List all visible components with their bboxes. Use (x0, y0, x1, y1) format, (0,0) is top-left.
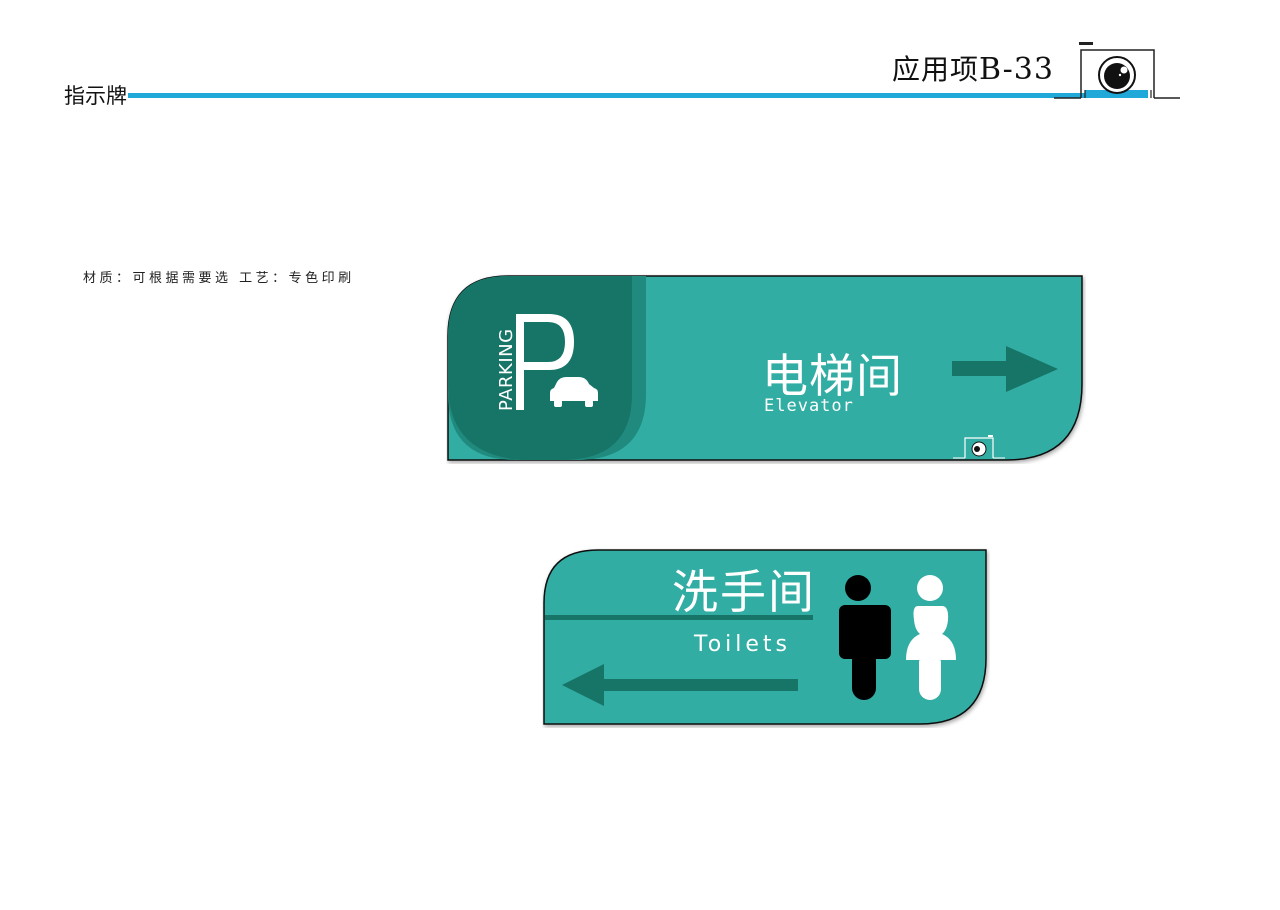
elevator-title-cn: 电梯间 (762, 349, 903, 403)
toilet-sign: 洗手间 Toilets (542, 548, 990, 728)
toilet-title-cn: 洗手间 (672, 565, 816, 619)
item-code: B-33 (979, 52, 1054, 87)
toilet-title-en: Toilets (694, 632, 792, 657)
header-rule (128, 93, 1148, 98)
woman-icon (906, 575, 956, 700)
material-note: 材质：可根据需要选 工艺：专色印刷 (83, 271, 355, 286)
elevator-title-en: Elevator (764, 396, 854, 416)
item-code-prefix: 应用项 (892, 53, 980, 86)
divider-line (545, 615, 813, 620)
man-icon (839, 575, 891, 700)
parking-vertical-text: PARKING (496, 328, 517, 411)
camera-eye-icon (1054, 42, 1180, 99)
elevator-sign: PARKING 电梯间 Elevator (446, 274, 1086, 464)
car-icon (550, 377, 598, 407)
arrow-left-icon (562, 664, 798, 706)
page-category-title: 指示牌 (64, 84, 127, 108)
arrow-right-icon (952, 346, 1058, 392)
camera-eye-icon (953, 435, 1005, 459)
item-code-title: 应用项B-33 (892, 48, 1054, 88)
